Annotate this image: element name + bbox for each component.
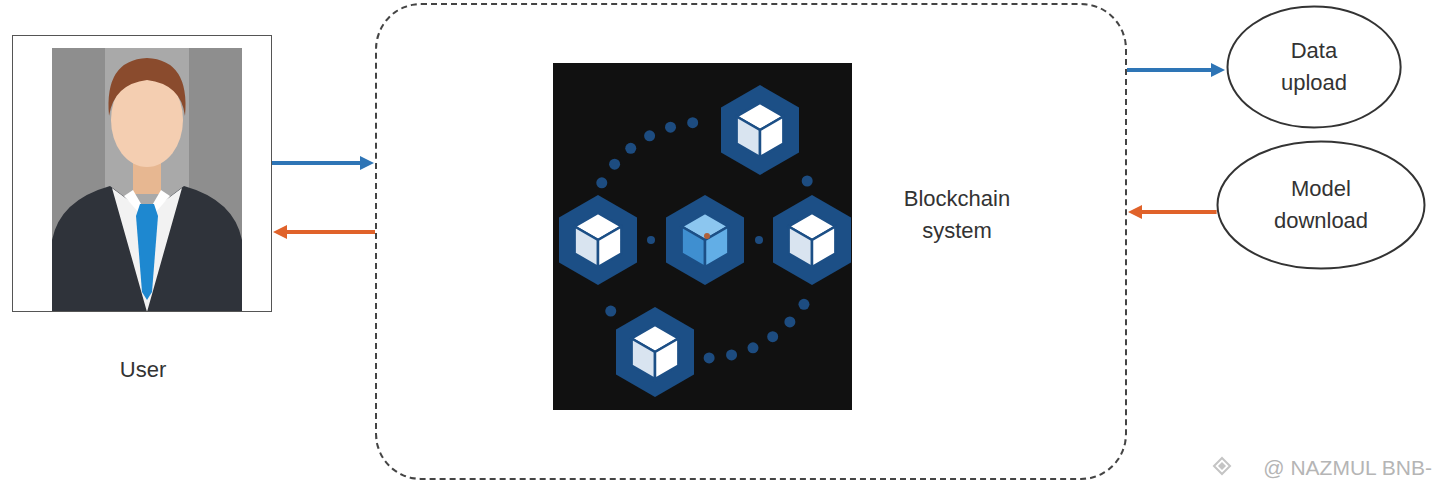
chain-dot [767, 331, 778, 342]
chain-dot [755, 236, 763, 244]
hair [108, 58, 185, 116]
watermark: @ NAZMUL BNB- [1263, 456, 1432, 480]
ellipse-outline [1216, 140, 1426, 270]
cube-hexagon [666, 195, 744, 285]
ellipse-shape [1218, 142, 1425, 269]
blockchain-picture [553, 63, 852, 410]
cube-hexagon [616, 307, 694, 397]
chain-dot [798, 299, 809, 310]
logo-diamond [1218, 462, 1226, 470]
chain-dot [647, 236, 655, 244]
ellipse-outline [1226, 5, 1402, 129]
chain-dot [802, 176, 813, 187]
chain-dot [687, 117, 698, 128]
picture-ground [553, 63, 852, 410]
block-cube [616, 307, 694, 397]
chain-dot [609, 159, 620, 170]
tie [136, 204, 158, 300]
shirt [112, 188, 182, 312]
cube-face [632, 339, 655, 380]
flow-arrow [1135, 210, 1217, 214]
flow-arrow [1127, 68, 1218, 72]
cube-face [598, 227, 621, 268]
block-cube [773, 195, 851, 285]
ellipse-node: Model download [1216, 140, 1426, 270]
chain-dot [665, 122, 676, 133]
node-label: Data upload [1262, 35, 1365, 99]
cube-hexagon [559, 195, 637, 285]
node-label: Model download [1259, 173, 1383, 237]
ellipse-node: Data upload [1226, 5, 1402, 129]
region-box: Blockchain system [375, 3, 1127, 480]
chain-dot [644, 130, 655, 141]
cube-face [705, 227, 728, 268]
chain-dot [704, 352, 715, 363]
cube-spot [704, 233, 710, 239]
chain-dot [605, 306, 616, 317]
cube-face [682, 227, 705, 268]
suit [52, 186, 242, 312]
cube-face [655, 339, 678, 380]
block-cube [559, 195, 637, 285]
logo-diamond [1214, 458, 1230, 474]
cube-face [789, 227, 812, 268]
block-cube [666, 195, 744, 285]
cube-face [737, 117, 760, 158]
cube-face [812, 227, 835, 268]
ellipse-shape [1227, 7, 1400, 128]
chain-dot [784, 316, 795, 327]
region-box: User [12, 35, 272, 312]
chain-cubes [559, 85, 851, 397]
watermark-logo [1214, 458, 1230, 474]
chain-dot [625, 143, 636, 154]
user-picture [52, 48, 242, 312]
chain-dot [596, 177, 607, 188]
cube-face [575, 227, 598, 268]
cube-hexagon [773, 195, 851, 285]
region-label: User [13, 354, 273, 386]
flow-arrow [272, 161, 367, 165]
picture-ground [52, 48, 242, 312]
region-label: Blockchain system [882, 183, 1032, 247]
block-cube [721, 85, 799, 175]
cube-hexagon [721, 85, 799, 175]
cube-face [760, 117, 783, 158]
chain-dot [726, 349, 737, 360]
chain-dot [747, 342, 758, 353]
flow-arrow [280, 230, 375, 234]
